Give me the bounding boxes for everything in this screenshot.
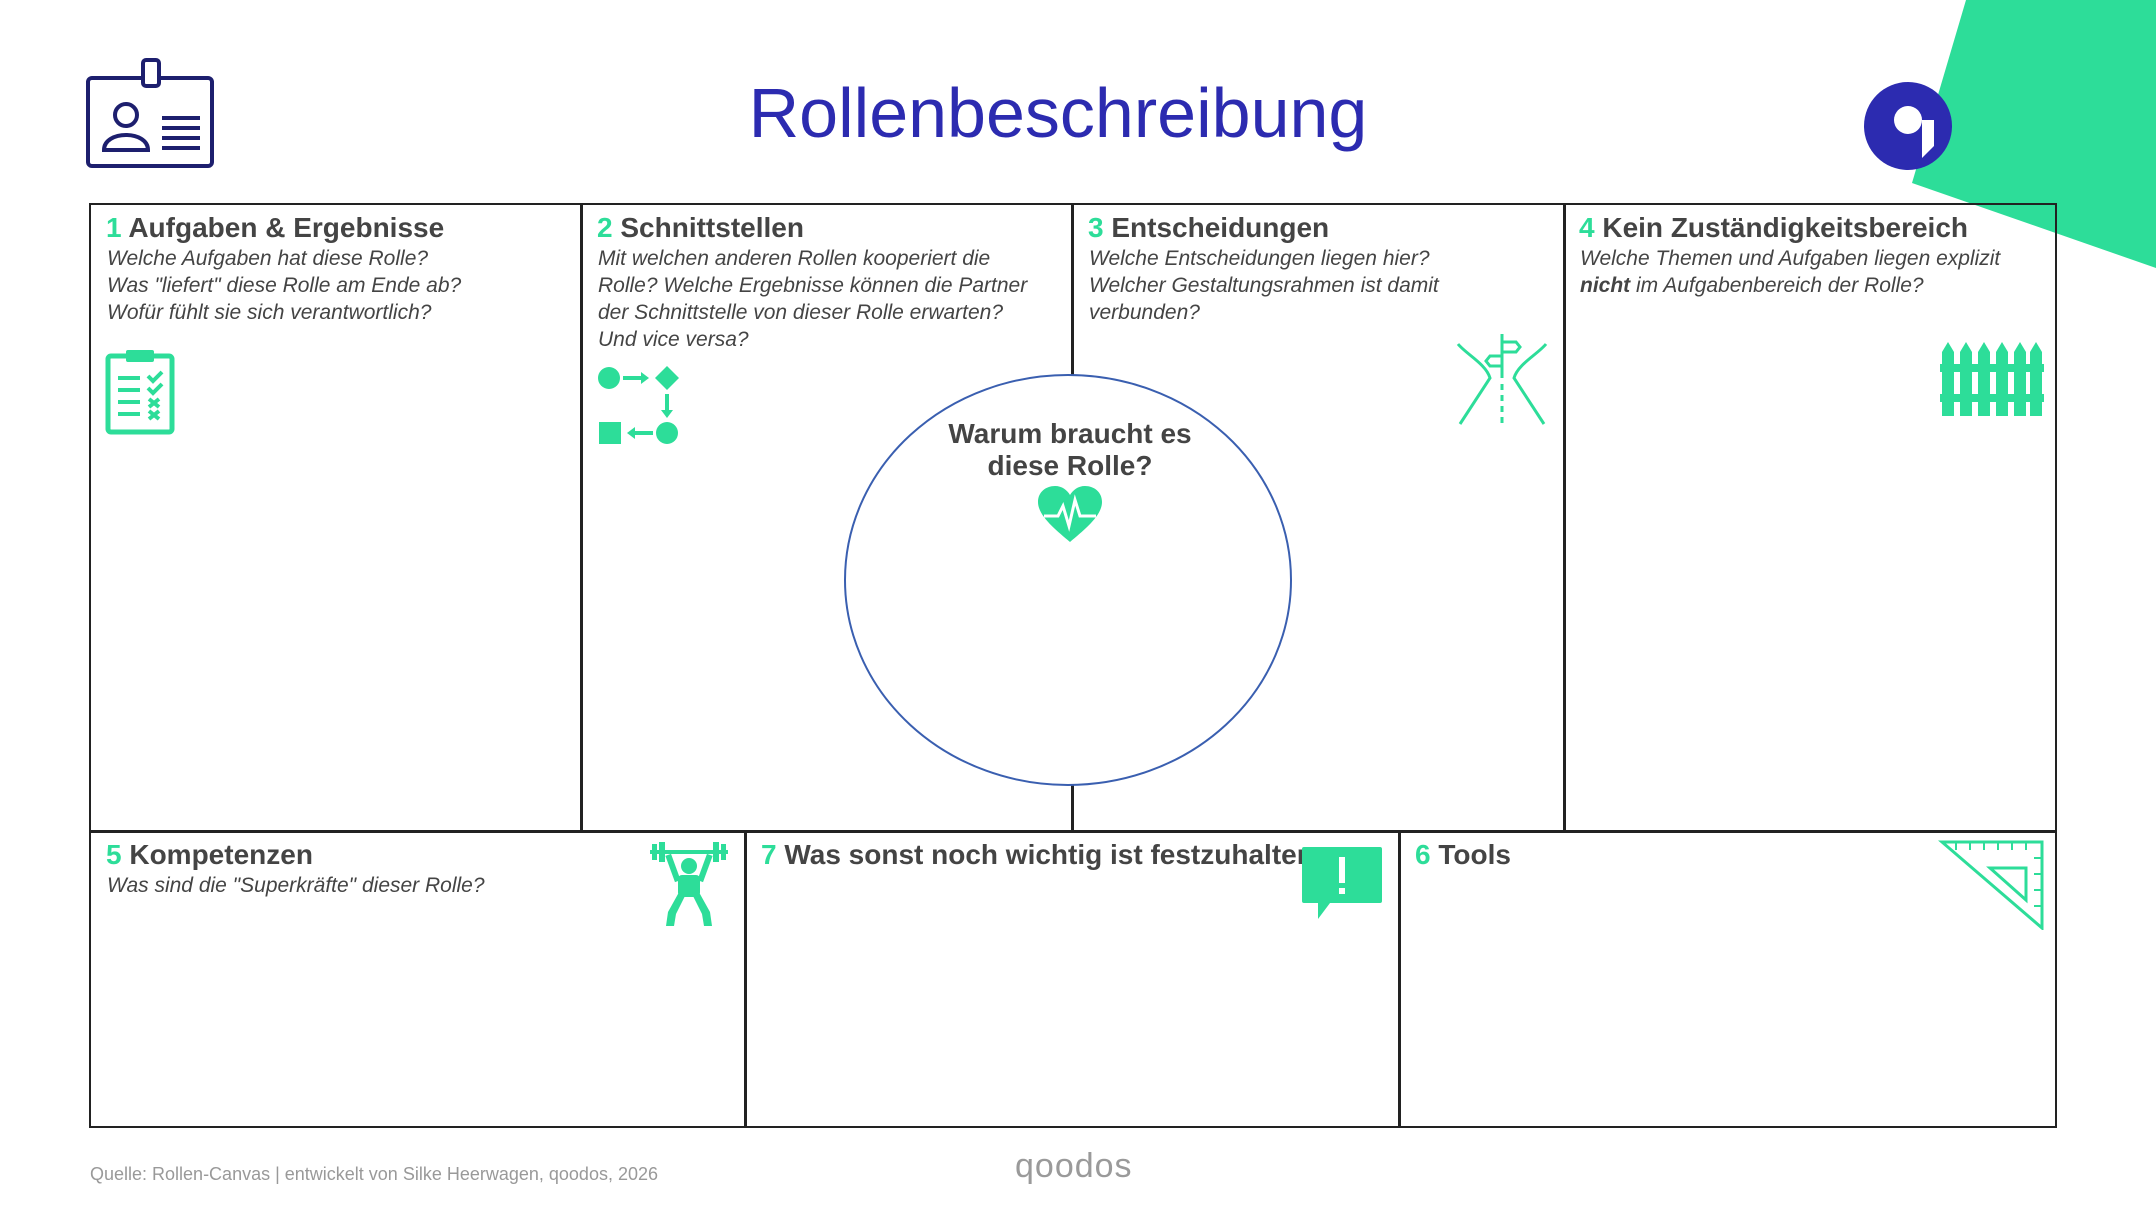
footer-brand-logo: qoodos	[1015, 1147, 1133, 1185]
purpose-line-1: Warum braucht es	[948, 418, 1192, 449]
section-5-question: Was sind die "Superkräfte" dieser Rolle?	[107, 874, 485, 897]
section-2-heading: 2 Schnittstellen	[597, 212, 804, 243]
section-6-heading: 6 Tools	[1415, 839, 1511, 870]
section-1-question: Welche Aufgaben hat diese Rolle? Was "li…	[107, 247, 462, 324]
panel-sonstiges	[744, 830, 1401, 1128]
id-badge-icon	[86, 58, 214, 168]
section-7-heading: 7 Was sonst noch wichtig ist festzuhalte…	[761, 839, 1314, 870]
clipboard-checklist-icon	[105, 350, 175, 435]
panel-aufgaben	[89, 203, 583, 833]
section-1-heading: 1 Aufgaben & Ergebnisse	[106, 212, 445, 243]
purpose-ellipse	[844, 374, 1292, 786]
footer-source: Quelle: Rollen-Canvas | entwickelt von S…	[90, 1164, 658, 1184]
panel-kompetenzen	[89, 830, 747, 1128]
panel-tools	[1398, 830, 2057, 1128]
purpose-heading: Warum braucht es diese Rolle?	[940, 418, 1200, 482]
qoodos-logo-icon	[1864, 82, 1952, 170]
section-5-heading: 5 Kompetenzen	[106, 839, 313, 870]
heartbeat-heart-icon	[1038, 486, 1102, 542]
weightlifter-icon	[650, 842, 728, 926]
section-3-question: Welche Entscheidungen liegen hier? Welch…	[1089, 247, 1439, 324]
exclamation-speech-bubble-icon	[1302, 847, 1382, 919]
section-3-heading: 3 Entscheidungen	[1088, 212, 1330, 243]
section-4-heading: 4 Kein Zuständigkeitsbereich	[1579, 212, 1968, 243]
section-2-question: Mit welchen anderen Rollen kooperiert di…	[598, 247, 1028, 351]
section-4-question: Welche Themen und Aufgaben liegen expliz…	[1580, 247, 2001, 297]
process-flow-icon	[598, 366, 679, 444]
fence-icon	[1940, 342, 2044, 416]
panel-kein-zustaendigkeitsbereich	[1563, 203, 2057, 833]
road-signpost-icon	[1456, 334, 1548, 425]
purpose-line-2: diese Rolle?	[987, 450, 1153, 481]
page-title: Rollenbeschreibung	[748, 74, 1368, 152]
set-square-ruler-icon	[1938, 840, 2044, 930]
